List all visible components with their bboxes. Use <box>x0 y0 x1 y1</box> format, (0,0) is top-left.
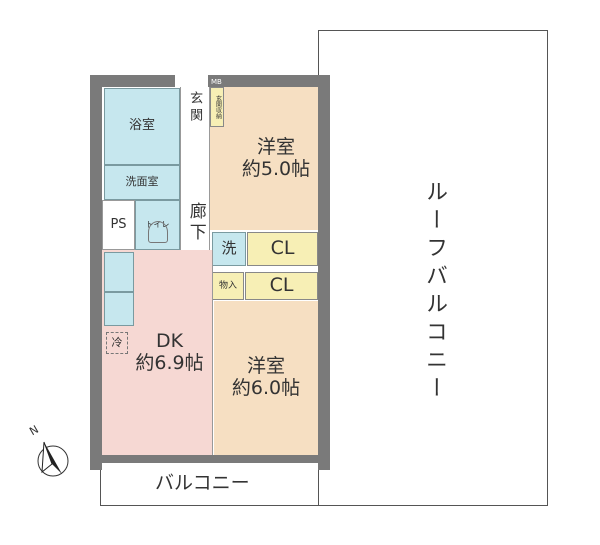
wall-left <box>90 75 102 470</box>
closet-1: CL <box>247 232 318 266</box>
western-room-1-size: 約5.0帖 <box>241 157 311 180</box>
washroom: 洗面室 <box>104 165 180 200</box>
hallway-label: 廊下 <box>185 201 206 244</box>
hallway <box>180 87 210 270</box>
wall-top-left <box>90 75 175 87</box>
balcony-label: バルコニー <box>155 472 250 494</box>
western-room-1-name: 洋室 <box>256 135 295 158</box>
storage: 物入 <box>212 272 244 300</box>
ps: PS <box>102 200 135 250</box>
toilet-icon <box>148 221 168 243</box>
western-room-1-lower <box>210 127 226 230</box>
washroom-label: 洗面室 <box>125 175 159 189</box>
closet-2: CL <box>245 272 318 300</box>
fridge: 冷 <box>106 332 128 354</box>
bath-room: 浴室 <box>104 88 180 165</box>
wall-bottom <box>90 455 330 463</box>
washer-space: 洗 <box>212 232 246 266</box>
wall-top-right <box>208 75 330 87</box>
western-room-2: 洋室約6.0帖 <box>214 301 318 455</box>
western-room-2-size: 約6.0帖 <box>231 377 301 399</box>
entrance-storage-label: 玄関収納 <box>214 95 222 119</box>
north-arrow-icon <box>28 428 78 478</box>
balcony <box>100 458 318 506</box>
ps-label: PS <box>110 216 127 232</box>
entrance-label: 玄関 <box>187 91 203 125</box>
kitchen-stove <box>104 252 134 292</box>
dk-name: DK <box>155 329 184 352</box>
closet-1-label: CL <box>270 237 295 260</box>
closet-2-label: CL <box>269 274 294 297</box>
entrance: 玄関 <box>182 88 206 128</box>
entrance-storage: 玄関収納 <box>210 87 224 127</box>
hallway-label-box: 廊下 <box>182 195 208 250</box>
dk-size: 約6.9帖 <box>135 351 204 374</box>
kitchen-sink <box>104 292 134 326</box>
roof-balcony-label: ルーフバルコニー <box>422 180 447 404</box>
fridge-label: 冷 <box>111 335 123 349</box>
storage-label: 物入 <box>218 280 237 291</box>
wall-right <box>318 75 330 470</box>
washer-label: 洗 <box>221 239 237 258</box>
western-room-1: 洋室約5.0帖 <box>224 87 318 230</box>
western-room-2-name: 洋室 <box>246 355 285 378</box>
mb-label: MB <box>211 78 222 86</box>
bath-label: 浴室 <box>128 118 155 134</box>
toilet: トイレ <box>135 200 180 250</box>
